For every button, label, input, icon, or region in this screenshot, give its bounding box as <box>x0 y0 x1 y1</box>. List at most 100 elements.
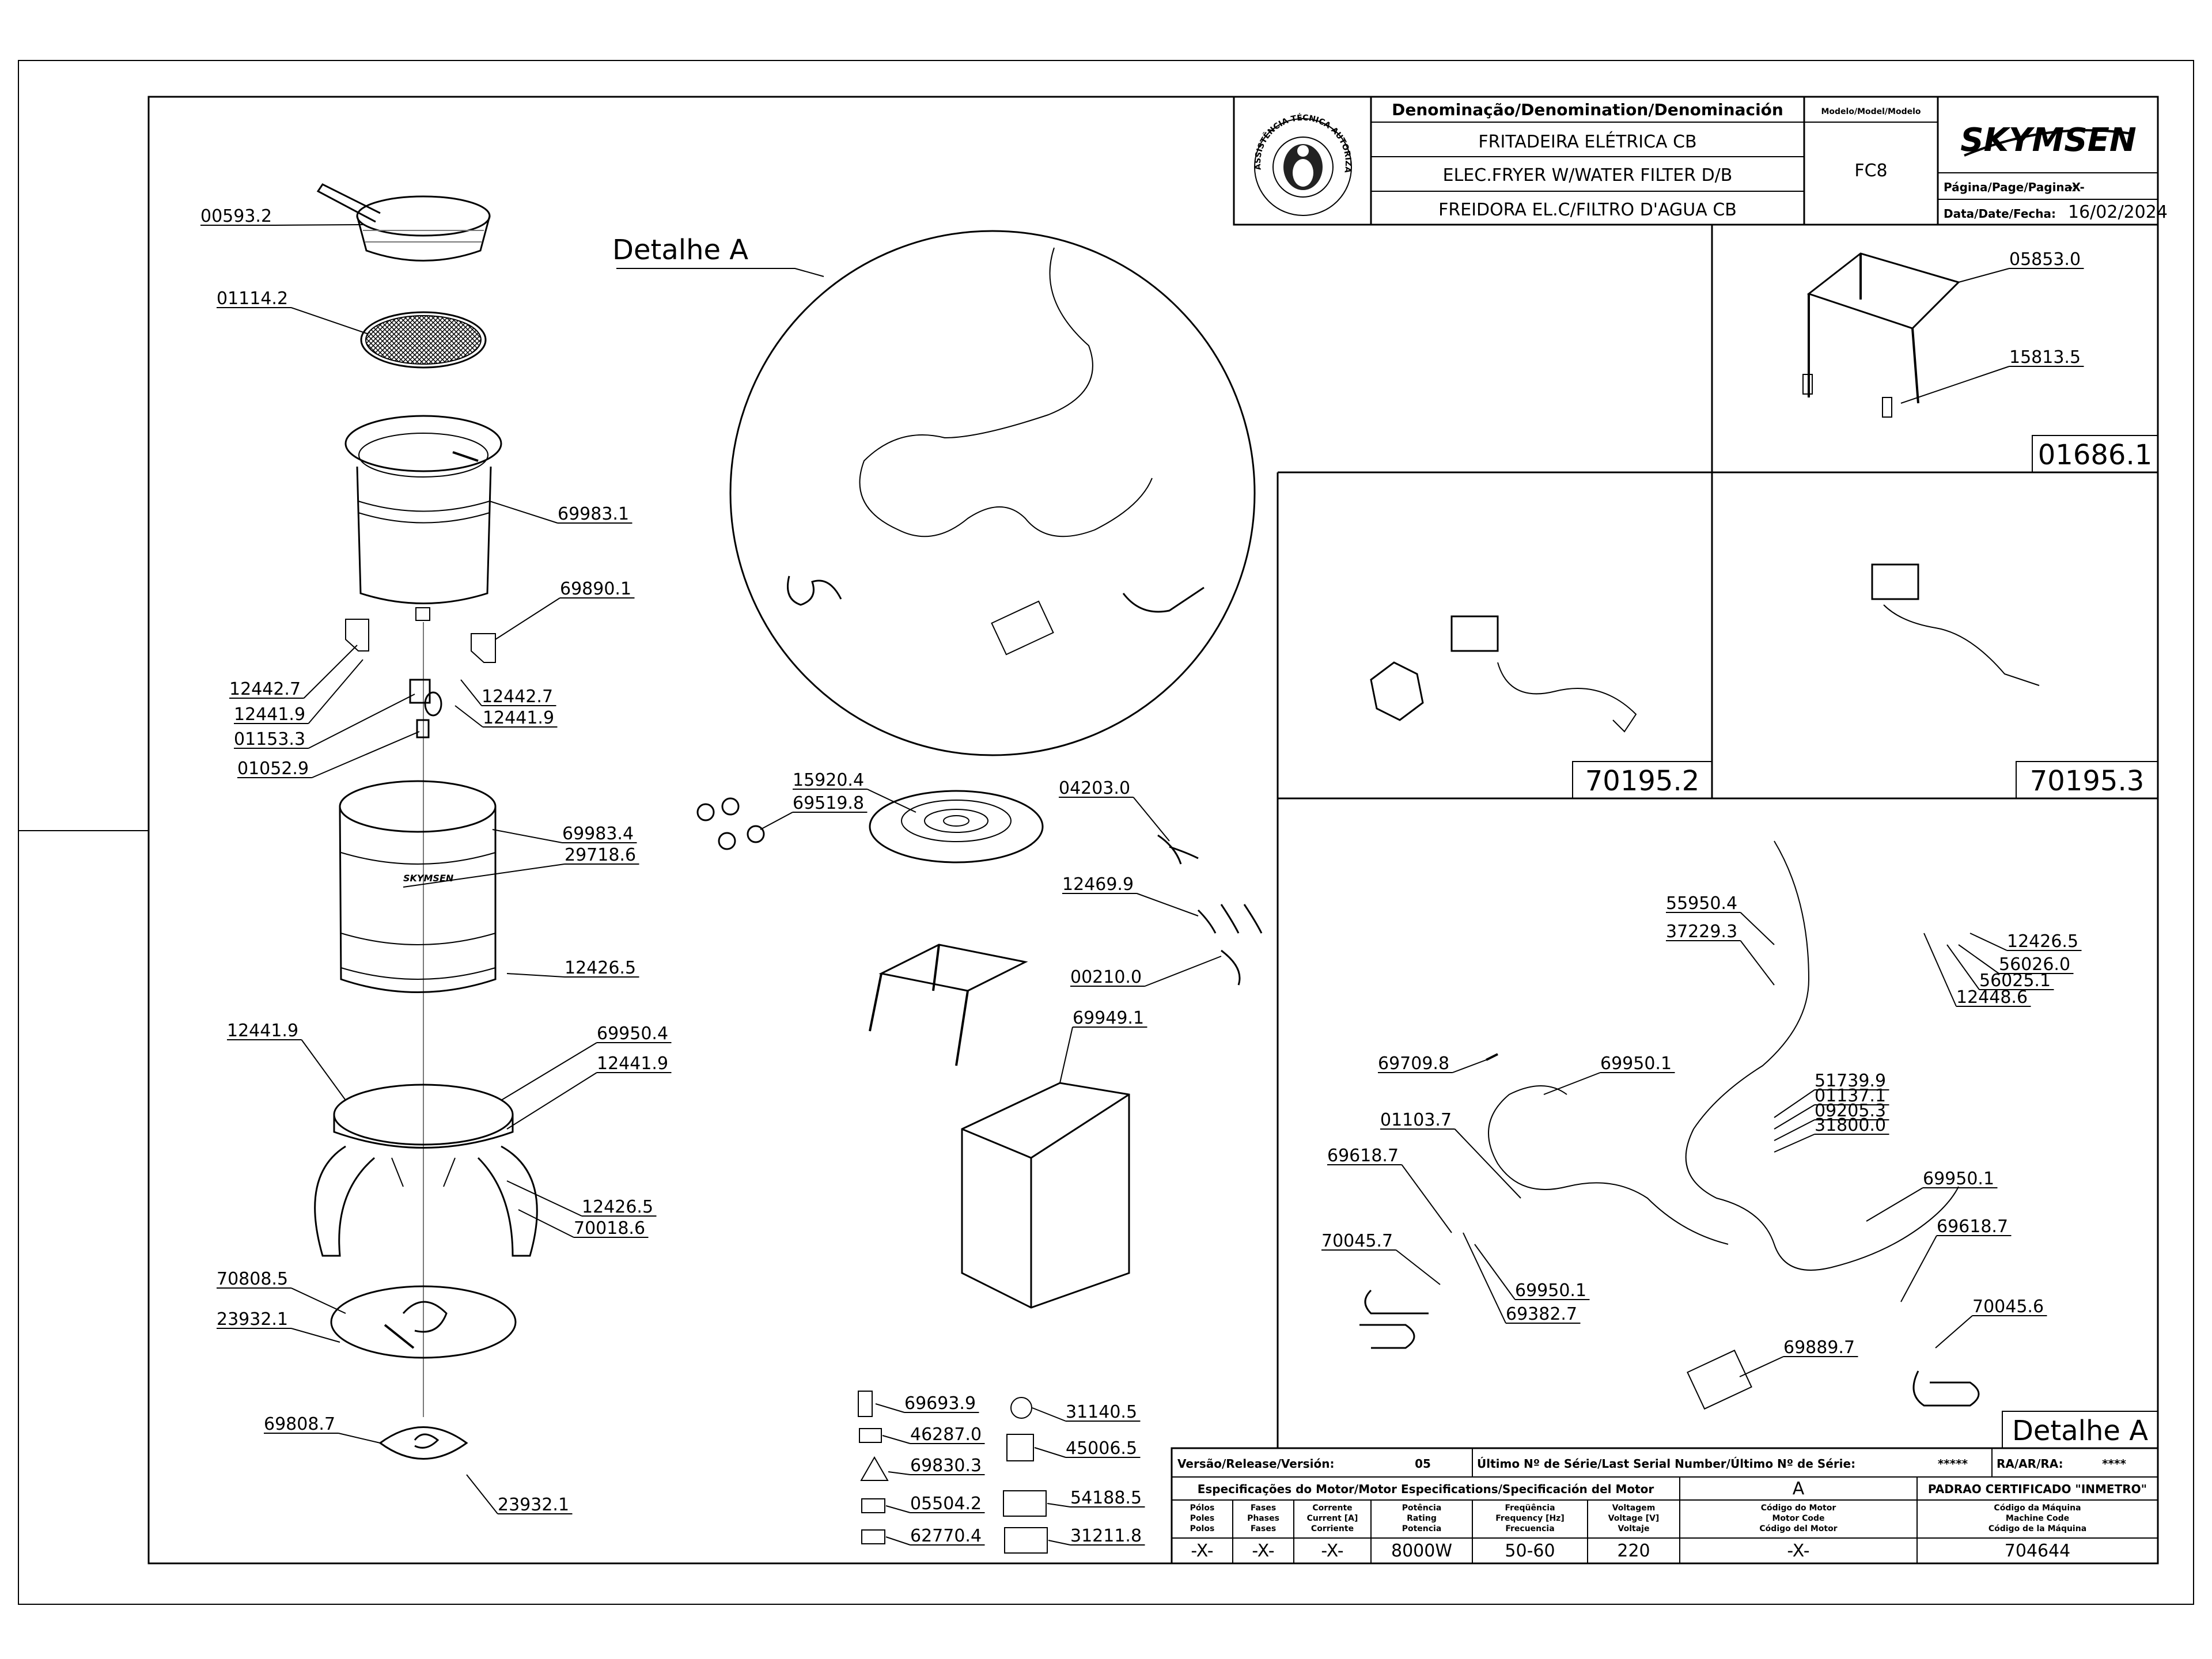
leader-line <box>1958 268 2010 283</box>
part-number-label: 15920.4 <box>793 770 864 790</box>
leader-line <box>760 812 793 830</box>
svg-text:Phases: Phases <box>1247 1514 1279 1523</box>
part-callout-70045-6: 70045.6 <box>1935 1297 2047 1349</box>
part-callout-23932-1b: 23932.1 <box>466 1474 573 1515</box>
label-46287-icon <box>859 1428 882 1443</box>
part-callout-46287-0: 46287.0 <box>882 1425 985 1445</box>
machine-code-value: 704644 <box>2005 1541 2071 1561</box>
part-number-label: 37229.3 <box>1666 922 1737 942</box>
part-number-label: 45006.5 <box>1066 1438 1137 1459</box>
leader-line <box>518 1209 574 1238</box>
part-callout-69950-4: 69950.4 <box>501 1024 672 1101</box>
body-logo: SKYMSEN <box>403 873 454 884</box>
leader-line <box>1401 1164 1452 1233</box>
leader-line <box>492 829 563 843</box>
svg-text:Potência: Potência <box>1402 1503 1442 1513</box>
leader-line <box>875 1403 905 1413</box>
detail-a-title: Detalhe A <box>612 234 748 266</box>
part-callout-31800-0: 31800.0 <box>1774 1115 1889 1153</box>
part-callout-56025-1: 56025.1 <box>1946 944 2054 991</box>
part-callout-54188-5: 54188.5 <box>1047 1488 1145 1508</box>
part-number-label: 69949.1 <box>1073 1008 1144 1028</box>
part-number-label: 12441.9 <box>483 708 554 728</box>
label-54188-icon <box>1003 1490 1047 1517</box>
leader-line <box>1739 1356 1784 1377</box>
part-callout-69519-8: 69519.8 <box>760 793 868 830</box>
part-number-label: 69709.8 <box>1378 1054 1449 1074</box>
part-number-label: 12426.5 <box>565 958 636 978</box>
leader-line <box>1740 940 1775 986</box>
part-number-label: 29718.6 <box>565 845 636 865</box>
inner-pot-drawing <box>344 415 502 621</box>
part-number-label: 70045.6 <box>1972 1297 2044 1317</box>
leader-line <box>1395 1249 1441 1285</box>
leader-line <box>1900 1235 1937 1302</box>
svg-text:Machine Code: Machine Code <box>2006 1514 2069 1523</box>
leader-line <box>1866 1187 1923 1222</box>
part-number-label: 01103.7 <box>1380 1110 1452 1130</box>
leader-line <box>1958 944 1999 974</box>
svg-text:SKYMSEN: SKYMSEN <box>1960 122 2136 159</box>
label-45006-icon <box>1006 1434 1034 1461</box>
label-62770-icon <box>861 1529 885 1544</box>
leader-line <box>885 1536 911 1546</box>
part-callout-51739-9: 51739.9 <box>1774 1071 1889 1118</box>
serial-value: ***** <box>1938 1457 1968 1471</box>
part-number-label: 15813.5 <box>2009 347 2081 368</box>
leader-line <box>506 1072 597 1130</box>
rating-value: 8000W <box>1391 1541 1452 1561</box>
box-code-70195-2: 70195.2 <box>1585 765 1700 797</box>
part-callout-00593-2: 00593.2 <box>200 206 363 226</box>
svg-text:Freqüência: Freqüência <box>1505 1503 1555 1513</box>
leader-line <box>403 863 565 888</box>
part-callout-12469-9: 12469.9 <box>1062 874 1199 916</box>
part-callout-45006-5: 45006.5 <box>1034 1438 1141 1459</box>
part-callout-09205-3: 09205.3 <box>1774 1101 1889 1141</box>
part-callout-15813-5: 15813.5 <box>1900 347 2084 404</box>
part-callout-05853-0: 05853.0 <box>1958 249 2084 283</box>
part-number-label: 12441.9 <box>234 704 305 725</box>
leader-line <box>1543 1072 1601 1095</box>
spec-block: Versão/Release/Versión: 05 Último Nº de … <box>1171 1447 2159 1565</box>
part-number-label: 56026.0 <box>1999 955 2070 975</box>
leader-line <box>506 1180 582 1217</box>
part-number-label: 05504.2 <box>910 1494 982 1514</box>
part-number-label: 54188.5 <box>1070 1488 1142 1508</box>
part-callout-12426-5c: 12426.5 <box>1969 931 2082 952</box>
part-callout-12442-7a: 12442.7 <box>229 645 358 699</box>
part-callout-55950-4: 55950.4 <box>1666 893 1775 945</box>
leader-line <box>888 1471 911 1475</box>
part-number-label: 05853.0 <box>2009 249 2081 270</box>
label-icons <box>858 1391 1048 1554</box>
part-callout-31211-8: 31211.8 <box>1048 1526 1145 1546</box>
part-number-label: 09205.3 <box>1815 1101 1886 1121</box>
part-number-label: 04203.0 <box>1059 778 1130 798</box>
small-cover-drawing <box>378 1426 468 1460</box>
base-ring-drawing <box>314 1084 538 1257</box>
part-callout-00210-0: 00210.0 <box>1070 956 1222 987</box>
leader-line <box>454 705 483 728</box>
part-number-label: 12448.6 <box>1956 987 2028 1007</box>
part-callout-05504-2: 05504.2 <box>885 1494 985 1514</box>
part-number-label: 12441.9 <box>597 1054 668 1074</box>
leader-line <box>495 597 560 640</box>
poles-value: -X- <box>1191 1541 1213 1561</box>
detail-a-wiring-drawing <box>1359 840 1980 1410</box>
part-callout-29718-6: 29718.6 <box>403 845 639 888</box>
denomination-en: ELEC.FRYER W/WATER FILTER D/B <box>1443 165 1733 185</box>
leader-line <box>885 1505 911 1513</box>
part-number-label: 69950.1 <box>1600 1054 1672 1074</box>
leader-line <box>501 1042 597 1101</box>
motor-code-value: -X- <box>1787 1541 1809 1561</box>
page-label: Página/Page/Pagina: <box>1944 180 2077 194</box>
part-callout-69808-7: 69808.7 <box>264 1414 381 1444</box>
thermostat-drawing-1 <box>1370 615 1637 733</box>
leader-line <box>1034 1447 1066 1458</box>
part-number-label: 69382.7 <box>1506 1304 1577 1324</box>
part-callout-70045-7: 70045.7 <box>1321 1231 1441 1285</box>
part-number-label: 12442.7 <box>482 687 553 707</box>
